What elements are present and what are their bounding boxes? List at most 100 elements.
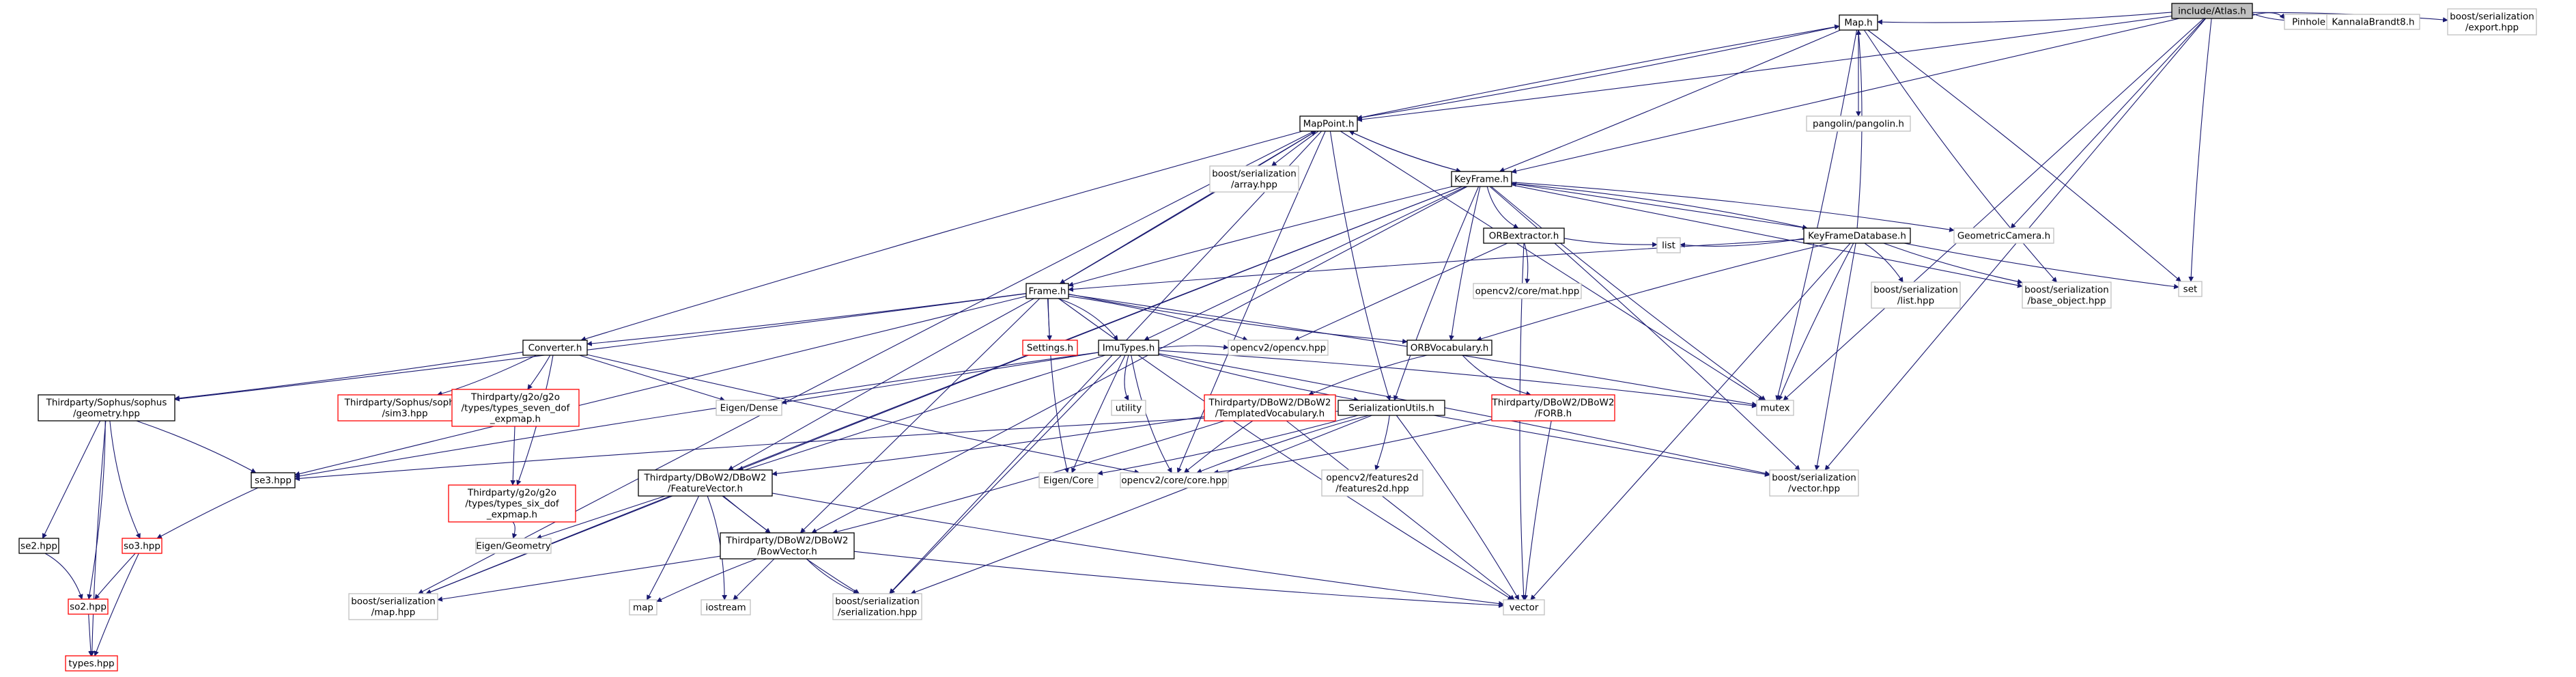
node-mappoint[interactable]: MapPoint.h bbox=[1299, 115, 1358, 132]
node-sixdof-label-line-2: _expmap.h bbox=[486, 510, 537, 521]
node-typeshpp-label-line-0: types.hpp bbox=[68, 659, 114, 669]
node-eigendense[interactable]: Eigen/Dense bbox=[716, 400, 782, 416]
node-bexport[interactable]: boost/serialization/export.hpp bbox=[2447, 8, 2537, 36]
node-bmap[interactable]: boost/serialization/map.hpp bbox=[348, 593, 438, 620]
node-bser-label-line-1: /serialization.hpp bbox=[838, 607, 917, 618]
node-eigencore[interactable]: Eigen/Core bbox=[1038, 472, 1099, 488]
edge-keyframe-to-bmap bbox=[425, 186, 1463, 594]
node-blist-label-line-1: /list.hpp bbox=[1897, 296, 1934, 307]
node-templvoc[interactable]: Thirdparty/DBoW2/DBoW2/TemplatedVocabula… bbox=[1204, 394, 1336, 422]
node-geocam[interactable]: GeometricCamera.h bbox=[1953, 227, 2054, 244]
node-barray-label-line-0: boost/serialization bbox=[1212, 169, 1297, 180]
node-blist-label-line-0: boost/serialization bbox=[1873, 285, 1958, 296]
node-sevendof[interactable]: Thirdparty/g2o/g2o/types/types_seven_dof… bbox=[451, 389, 580, 427]
node-utility[interactable]: utility bbox=[1111, 400, 1146, 416]
node-geocam-box bbox=[1953, 227, 2054, 244]
node-blist[interactable]: boost/serialization/list.hpp bbox=[1871, 281, 1961, 309]
node-featvec[interactable]: Thirdparty/DBoW2/DBoW2/FeatureVector.h bbox=[638, 469, 773, 497]
node-typeshpp[interactable]: types.hpp bbox=[65, 655, 118, 672]
edge-se2-to-so2 bbox=[44, 553, 83, 600]
edge-imutypes-to-bser bbox=[889, 355, 1122, 594]
edge-imutypes-to-bvector bbox=[1158, 353, 1770, 476]
node-list-label-line-0: list bbox=[1662, 240, 1675, 251]
node-sixdof-box bbox=[448, 484, 576, 523]
edge-kfdb-to-vector bbox=[1530, 243, 1851, 600]
node-mutex-label-line-0: mutex bbox=[1760, 403, 1789, 414]
node-bvector[interactable]: boost/serialization/vector.hpp bbox=[1769, 469, 1859, 497]
edge-serutils-to-eigencore bbox=[1097, 415, 1359, 476]
node-serutils[interactable]: SerializationUtils.h bbox=[1337, 400, 1445, 416]
node-so2[interactable]: so2.hpp bbox=[68, 598, 109, 615]
node-se2[interactable]: se2.hpp bbox=[18, 538, 59, 554]
node-orbext[interactable]: ORBextractor.h bbox=[1483, 227, 1565, 244]
node-cvcore-box bbox=[1120, 472, 1229, 488]
node-bvector-box bbox=[1769, 469, 1859, 497]
node-sixdof[interactable]: Thirdparty/g2o/g2o/types/types_six_dof_e… bbox=[448, 484, 576, 523]
node-eigendense-box bbox=[716, 400, 782, 416]
edge-sophusgeo-to-so3 bbox=[109, 420, 141, 539]
node-vector-box bbox=[1503, 599, 1545, 616]
node-bser[interactable]: boost/serialization/serialization.hpp bbox=[832, 593, 922, 620]
node-features2d-label-line-1: /features2d.hpp bbox=[1335, 484, 1409, 495]
edge-serutils-to-se3 bbox=[294, 411, 1339, 482]
edge-atlas-to-set bbox=[2188, 18, 2212, 282]
edge-kfdb-to-bvector bbox=[1814, 243, 1856, 471]
node-imutypes[interactable]: ImuTypes.h bbox=[1098, 340, 1159, 356]
edge-so3-to-so2 bbox=[94, 553, 136, 600]
node-blist-box bbox=[1871, 281, 1961, 309]
node-bser-box bbox=[832, 593, 922, 620]
node-maph[interactable]: Map.h bbox=[1839, 14, 1878, 31]
node-pangolin-label-line-0: pangolin/pangolin.h bbox=[1813, 119, 1904, 130]
node-frame[interactable]: Frame.h bbox=[1025, 283, 1069, 299]
node-bowvec[interactable]: Thirdparty/DBoW2/DBoW2/BowVector.h bbox=[720, 532, 855, 559]
node-forb[interactable]: Thirdparty/DBoW2/DBoW2/FORB.h bbox=[1491, 394, 1615, 422]
node-converter[interactable]: Converter.h bbox=[522, 340, 588, 356]
node-mutex[interactable]: mutex bbox=[1756, 400, 1794, 416]
edge-se3-to-so3 bbox=[156, 487, 259, 539]
node-keyframe[interactable]: KeyFrame.h bbox=[1451, 171, 1512, 187]
node-opencv[interactable]: opencv2/opencv.hpp bbox=[1228, 340, 1329, 356]
node-sophusgeo[interactable]: Thirdparty/Sophus/sophus/geometry.hpp bbox=[38, 394, 175, 422]
edge-bowvec-to-bmap bbox=[437, 555, 721, 602]
edge-serutils-to-bser bbox=[910, 415, 1372, 595]
edge-frame-to-featvec bbox=[728, 298, 1034, 471]
node-so3[interactable]: so3.hpp bbox=[122, 538, 162, 554]
node-barray[interactable]: boost/serialization/array.hpp bbox=[1209, 165, 1299, 193]
edge-templvoc-to-bowvec bbox=[832, 420, 1225, 535]
edge-serutils-to-vector bbox=[1396, 415, 1520, 600]
edge-serutils-to-bvector bbox=[1433, 415, 1770, 477]
edge-forb-to-cvcore bbox=[1213, 419, 1492, 475]
node-opencv-label-line-0: opencv2/opencv.hpp bbox=[1230, 343, 1326, 354]
node-sim3[interactable]: Thirdparty/Sophus/sophus/sim3.hpp bbox=[337, 394, 472, 422]
node-atlas[interactable]: include/Atlas.h bbox=[2171, 3, 2253, 19]
node-vector[interactable]: vector bbox=[1503, 599, 1545, 616]
edge-orbext-to-list bbox=[1563, 238, 1658, 247]
edge-bowvec-to-iostream bbox=[733, 558, 775, 600]
node-iostream[interactable]: iostream bbox=[700, 599, 751, 616]
node-sevendof-label-line-0: Thirdparty/g2o/g2o bbox=[470, 392, 560, 403]
node-orbvoc[interactable]: ORBVocabulary.h bbox=[1406, 340, 1492, 356]
node-map-label-line-0: map bbox=[633, 603, 653, 613]
node-pangolin[interactable]: pangolin/pangolin.h bbox=[1806, 115, 1911, 132]
edge-keyframe-to-bowvec bbox=[811, 186, 1468, 534]
node-cvcore[interactable]: opencv2/core/core.hpp bbox=[1120, 472, 1229, 488]
node-kannala[interactable]: KannalaBrandt8.h bbox=[2326, 14, 2420, 30]
node-se3[interactable]: se3.hpp bbox=[251, 472, 296, 488]
node-list[interactable]: list bbox=[1656, 237, 1681, 253]
edge-imutypes-to-opencv bbox=[1158, 344, 1229, 350]
node-features2d[interactable]: opencv2/features2d/features2d.hpp bbox=[1321, 469, 1424, 497]
node-eigengeo[interactable]: Eigen/Geometry bbox=[475, 538, 552, 554]
node-set[interactable]: set bbox=[2178, 281, 2203, 297]
node-bbase[interactable]: boost/serialization/base_object.hpp bbox=[2022, 281, 2112, 309]
node-settings[interactable]: Settings.h bbox=[1022, 340, 1078, 356]
node-cvmat[interactable]: opencv2/core/mat.hpp bbox=[1473, 283, 1582, 299]
node-map[interactable]: map bbox=[629, 599, 657, 616]
node-eigendense-label-line-0: Eigen/Dense bbox=[720, 403, 778, 414]
node-maph-box bbox=[1839, 14, 1878, 31]
node-so3-label-line-0: so3.hpp bbox=[124, 541, 160, 552]
node-bexport-box bbox=[2447, 8, 2537, 36]
node-kfdb[interactable]: KeyFrameDatabase.h bbox=[1803, 227, 1911, 244]
node-bmap-label-line-1: /map.hpp bbox=[371, 607, 416, 618]
node-kfdb-label-line-0: KeyFrameDatabase.h bbox=[1808, 231, 1906, 242]
